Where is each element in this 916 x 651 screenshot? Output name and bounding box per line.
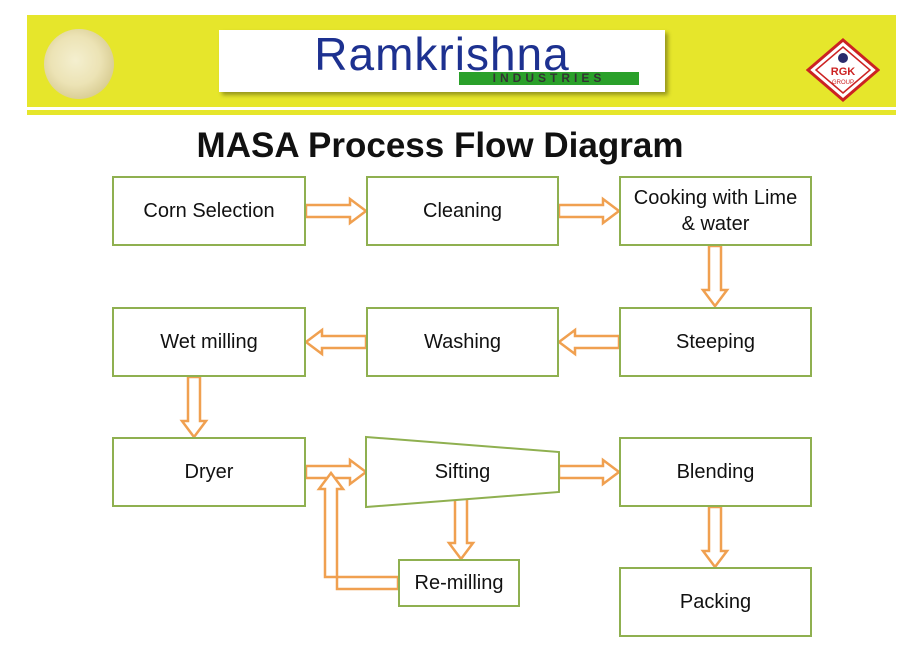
node-label: Packing: [679, 591, 752, 613]
header-divider: [27, 110, 896, 115]
arrow-blending-to-packing: [700, 505, 730, 570]
company-logo: Ramkrishna INDUSTRIES: [219, 30, 665, 92]
node-corn-selection: Corn Selection: [112, 176, 306, 246]
node-label: Cooking with Lime & water: [633, 187, 798, 235]
node-dryer: Dryer: [112, 437, 306, 507]
arrow-sifting-to-blending: [557, 457, 622, 487]
node-label: Corn Selection: [143, 200, 275, 222]
arrow-dryer-to-sifting: [304, 457, 369, 487]
node-steeping: Steeping: [619, 307, 812, 377]
node-label: Dryer: [184, 461, 234, 483]
node-cooking: Cooking with Lime & water: [619, 176, 812, 246]
node-sifting-shape: [365, 435, 560, 509]
node-washing: Washing: [366, 307, 559, 377]
logo-text: Ramkrishna: [314, 28, 570, 80]
node-packing: Packing: [619, 567, 812, 637]
logo-subtext-bar: [459, 72, 639, 85]
arrow-sifting-to-remilling: [446, 495, 476, 562]
badge-emblem: [838, 53, 848, 63]
node-wet-milling: Wet milling: [112, 307, 306, 377]
logo-subtext: INDUSTRIES: [492, 71, 606, 85]
arrow-cleaning-to-cooking: [557, 196, 622, 226]
flour-bowl-image: [44, 29, 114, 99]
arrow-remilling-to-sifting: [316, 470, 400, 591]
node-label: Cleaning: [423, 200, 502, 222]
badge-subtext: GROUP: [832, 80, 854, 86]
arrow-washing-to-wetmilling: [303, 327, 368, 357]
diagram-title: MASA Process Flow Diagram: [196, 126, 684, 165]
node-label: Washing: [423, 331, 502, 353]
node-cleaning: Cleaning: [366, 176, 559, 246]
arrow-wetmilling-to-dryer: [179, 375, 209, 440]
node-label: Sifting: [434, 461, 491, 483]
node-label: Blending: [676, 461, 755, 483]
node-sifting: Sifting: [366, 437, 559, 507]
node-label: Wet milling: [160, 331, 258, 353]
node-re-milling: Re-milling: [398, 559, 520, 607]
node-blending: Blending: [619, 437, 812, 507]
node-label: Steeping: [676, 331, 755, 353]
arrow-corn-to-cleaning: [304, 196, 369, 226]
arrow-steeping-to-washing: [556, 327, 621, 357]
badge-text: RGK: [831, 66, 856, 78]
node-label: Re-milling: [414, 572, 504, 594]
arrow-cooking-to-steeping: [700, 244, 730, 309]
rgk-group-badge: RGK GROUP: [806, 38, 880, 102]
badge-diamond-inner: [814, 46, 872, 94]
